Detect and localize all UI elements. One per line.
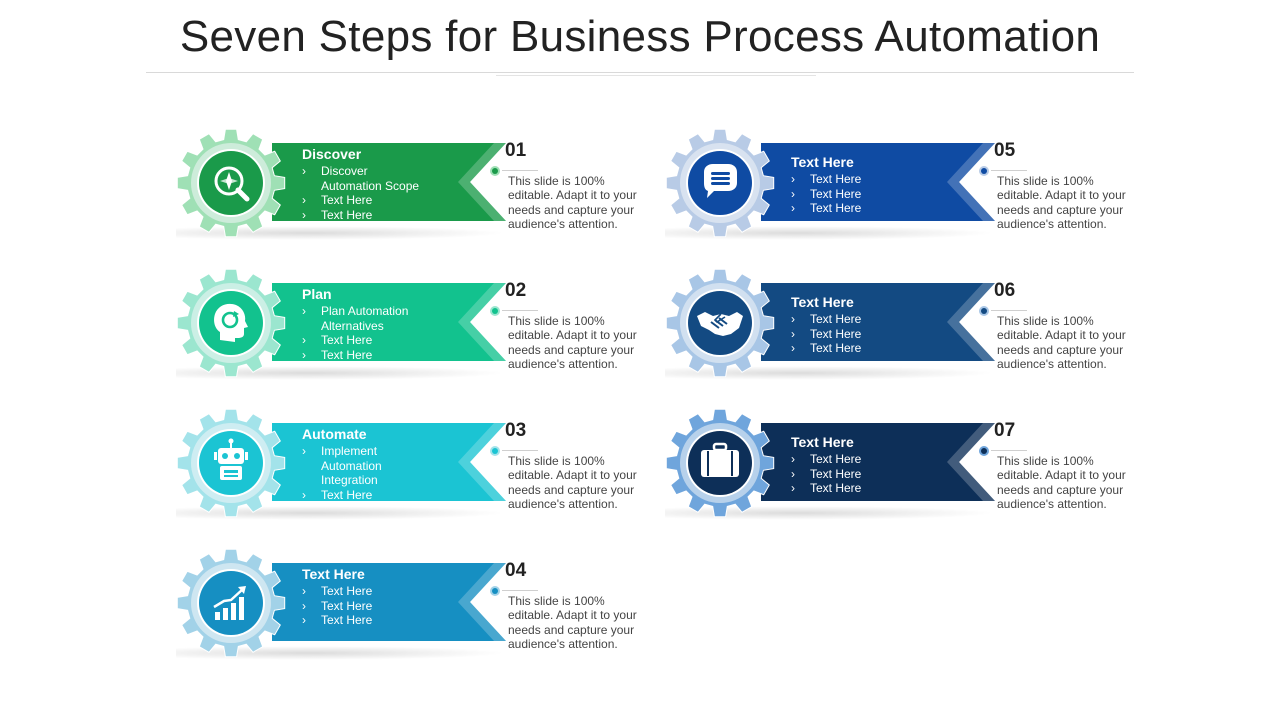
step-items: Text Here Text Here Text Here xyxy=(791,172,916,216)
ribbon-notch-highlight xyxy=(458,283,506,361)
robot-icon xyxy=(198,430,264,496)
step-title: Text Here xyxy=(791,294,854,310)
step-number: 05 xyxy=(994,140,1016,161)
step-item: Text Here xyxy=(791,312,916,327)
step-number: 02 xyxy=(505,280,527,301)
connector-line xyxy=(502,450,538,451)
step-05: Text Here Text Here Text Here Text Here … xyxy=(665,128,1145,268)
step-item: Text Here xyxy=(791,172,916,187)
step-item: Text Here xyxy=(791,327,916,342)
connector-dot xyxy=(492,168,498,174)
step-connector xyxy=(981,168,1031,174)
connector-line xyxy=(502,590,538,591)
step-03: Automate Implement Automation Integratio… xyxy=(176,408,656,548)
connector-dot xyxy=(492,448,498,454)
step-description: This slide is 100% editable. Adapt it to… xyxy=(508,174,637,231)
ribbon-notch-highlight xyxy=(458,143,506,221)
step-items: Plan Automation Alternatives Text Here T… xyxy=(302,304,427,362)
step-item: Text Here xyxy=(302,348,427,363)
step-connector xyxy=(981,308,1031,314)
ribbon-notch-highlight xyxy=(947,143,995,221)
step-description: This slide is 100% editable. Adapt it to… xyxy=(508,594,637,651)
step-connector xyxy=(981,448,1031,454)
connector-line xyxy=(991,310,1027,311)
connector-dot xyxy=(492,588,498,594)
step-item: Text Here xyxy=(791,187,916,202)
ribbon-notch-highlight xyxy=(947,423,995,501)
step-item: Text Here xyxy=(791,452,916,467)
step-item: Text Here xyxy=(302,193,427,208)
step-item: Plan Automation Alternatives xyxy=(302,304,427,333)
step-description: This slide is 100% editable. Adapt it to… xyxy=(997,174,1126,231)
ribbon-notch-highlight xyxy=(947,283,995,361)
step-connector xyxy=(492,448,542,454)
search-compass-icon xyxy=(198,150,264,216)
step-item: Text Here xyxy=(791,201,916,216)
step-title: Text Here xyxy=(302,566,365,582)
connector-line xyxy=(991,450,1027,451)
connector-line xyxy=(502,310,538,311)
step-description: This slide is 100% editable. Adapt it to… xyxy=(997,314,1126,371)
step-number: 01 xyxy=(505,140,527,161)
step-item: Text Here xyxy=(302,599,427,614)
connector-line xyxy=(502,170,538,171)
title-divider xyxy=(146,72,1134,73)
step-description: This slide is 100% editable. Adapt it to… xyxy=(508,314,637,371)
step-number: 04 xyxy=(505,560,527,581)
step-connector xyxy=(492,168,542,174)
step-number: 06 xyxy=(994,280,1016,301)
step-02: Plan Plan Automation Alternatives Text H… xyxy=(176,268,656,408)
connector-dot xyxy=(492,308,498,314)
step-item: Discover Automation Scope xyxy=(302,164,427,193)
step-item: Text Here xyxy=(791,341,916,356)
step-connector xyxy=(492,588,542,594)
step-connector xyxy=(492,308,542,314)
step-06: Text Here Text Here Text Here Text Here … xyxy=(665,268,1145,408)
step-title: Automate xyxy=(302,426,367,442)
head-cycle-icon xyxy=(198,290,264,356)
connector-line xyxy=(991,170,1027,171)
connector-dot xyxy=(981,448,987,454)
growth-chart-icon xyxy=(198,570,264,636)
step-number: 07 xyxy=(994,420,1016,441)
title-divider-accent xyxy=(496,75,816,76)
step-title: Plan xyxy=(302,286,332,302)
step-item: Text Here xyxy=(302,488,427,503)
step-items: Discover Automation Scope Text Here Text… xyxy=(302,164,427,222)
step-item: Implement Automation Integration xyxy=(302,444,427,488)
step-01: Discover Discover Automation Scope Text … xyxy=(176,128,656,268)
briefcase-icon xyxy=(687,430,753,496)
step-title: Text Here xyxy=(791,154,854,170)
step-items: Text Here Text Here Text Here xyxy=(791,312,916,356)
step-04: Text Here Text Here Text Here Text Here … xyxy=(176,548,656,688)
slide-title: Seven Steps for Business Process Automat… xyxy=(179,12,1101,61)
step-items: Text Here Text Here Text Here xyxy=(791,452,916,496)
ribbon-notch-highlight xyxy=(458,423,506,501)
handshake-icon xyxy=(687,290,753,356)
step-items: Text Here Text Here Text Here xyxy=(302,584,427,628)
step-item: Text Here xyxy=(302,208,427,223)
step-description: This slide is 100% editable. Adapt it to… xyxy=(508,454,637,511)
chat-bubble-icon xyxy=(687,150,753,216)
step-07: Text Here Text Here Text Here Text Here … xyxy=(665,408,1145,548)
step-item: Text Here xyxy=(302,613,427,628)
step-description: This slide is 100% editable. Adapt it to… xyxy=(997,454,1126,511)
step-number: 03 xyxy=(505,420,527,441)
step-items: Implement Automation Integration Text He… xyxy=(302,444,427,502)
step-item: Text Here xyxy=(302,333,427,348)
step-item: Text Here xyxy=(302,584,427,599)
connector-dot xyxy=(981,308,987,314)
step-item: Text Here xyxy=(791,467,916,482)
step-title: Text Here xyxy=(791,434,854,450)
step-title: Discover xyxy=(302,146,362,162)
step-item: Text Here xyxy=(791,481,916,496)
connector-dot xyxy=(981,168,987,174)
ribbon-notch-highlight xyxy=(458,563,506,641)
